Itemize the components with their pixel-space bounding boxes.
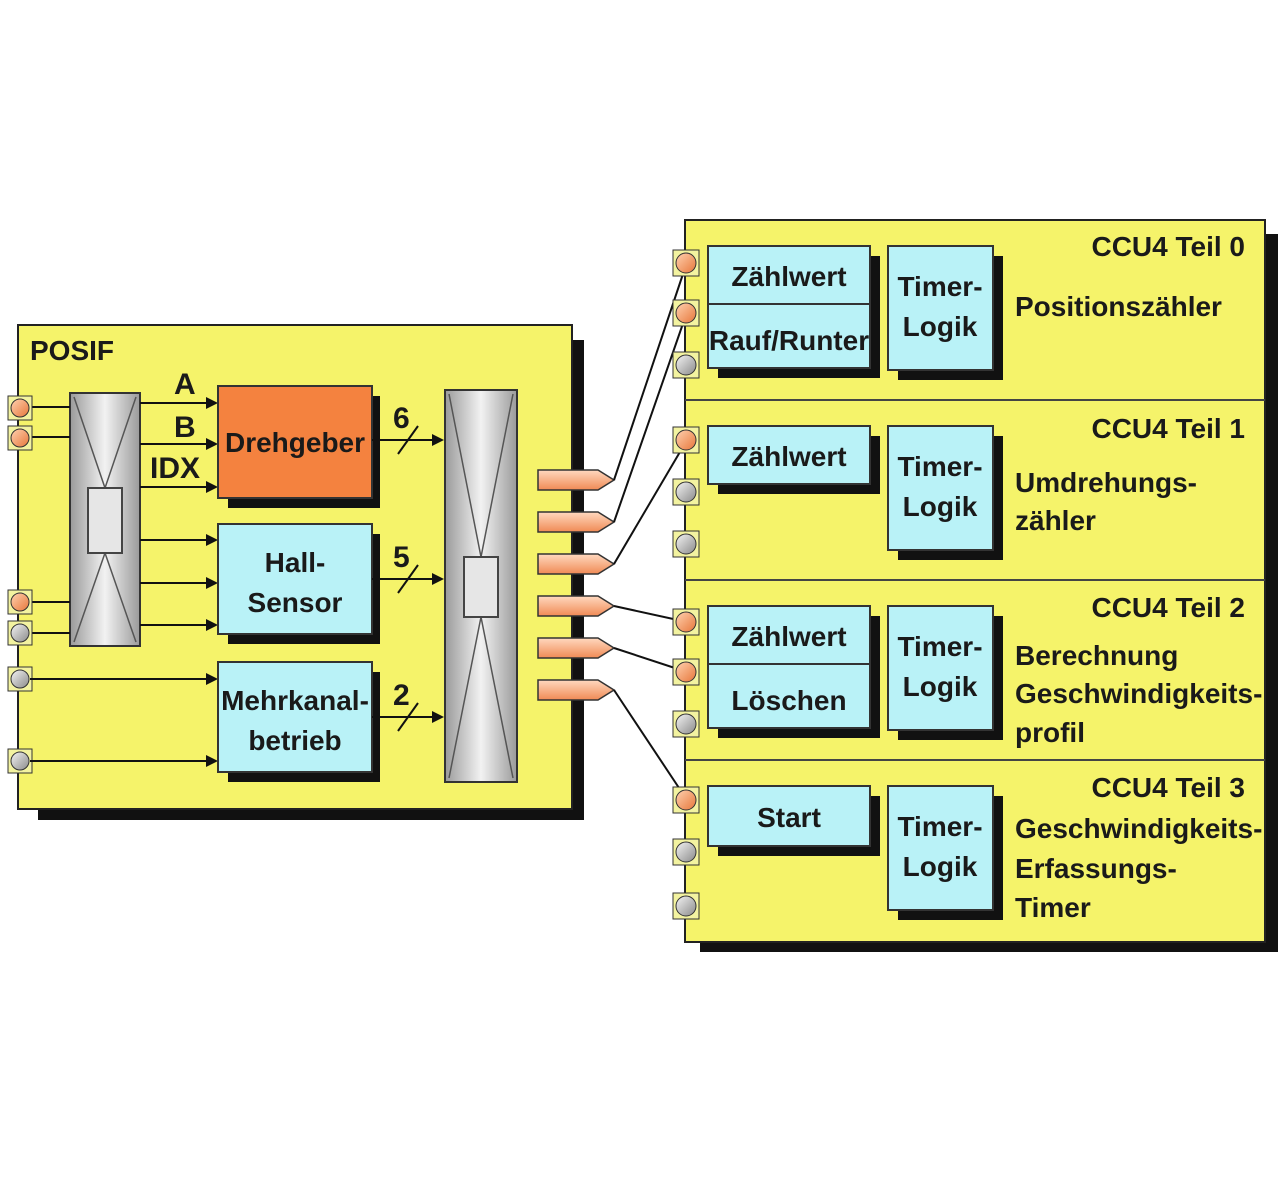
output-1 bbox=[537, 511, 616, 533]
pin-gray bbox=[675, 895, 697, 917]
ccu4-1-timer-line1: Timer- bbox=[897, 451, 982, 482]
ccu4-3-timer-line2: Logik bbox=[903, 851, 978, 882]
signal-label-b: B bbox=[174, 411, 196, 444]
ccu4-0-title: CCU4 Teil 0 bbox=[1091, 231, 1245, 262]
ccu4-2-title: CCU4 Teil 2 bbox=[1091, 592, 1245, 623]
signal-label-idx: IDX bbox=[150, 452, 200, 485]
ccu4-1-timer-line2: Logik bbox=[903, 491, 978, 522]
ccu4-3-timer-logic: Timer- Logik bbox=[887, 785, 1003, 920]
drehgeber-label: Drehgeber bbox=[225, 427, 365, 458]
pin-orange bbox=[675, 661, 697, 683]
pin-orange bbox=[675, 429, 697, 451]
ccu4-0-timer-logic: Timer- Logik bbox=[887, 245, 1003, 380]
bus-width-mehrkanal: 2 bbox=[393, 679, 410, 712]
output-3 bbox=[537, 595, 616, 617]
pin-orange bbox=[675, 611, 697, 633]
posif-input-pins bbox=[7, 395, 70, 774]
ccu4-2-timer-line1: Timer- bbox=[897, 631, 982, 662]
ccu4-1-box-0: Zählwert bbox=[731, 441, 846, 472]
ccu4-0-box-1: Rauf/Runter bbox=[709, 325, 869, 356]
pin-gray bbox=[10, 669, 30, 689]
output-5 bbox=[537, 679, 616, 701]
hall-sensor-block: Hall- Sensor bbox=[217, 523, 380, 644]
ccu4-0-timer-line1: Timer- bbox=[897, 271, 982, 302]
ccu4-0-box-0: Zählwert bbox=[731, 261, 846, 292]
bus-width-drehgeber: 6 bbox=[393, 402, 410, 435]
ccu4-2-timer-line2: Logik bbox=[903, 671, 978, 702]
posif-title: POSIF bbox=[30, 335, 114, 366]
bus-width-hall: 5 bbox=[393, 541, 410, 574]
pin-gray bbox=[675, 841, 697, 863]
pin-orange bbox=[10, 428, 30, 448]
ccu4-2-desc-line3: profil bbox=[1015, 717, 1085, 748]
output-multiplexer bbox=[444, 389, 518, 783]
ccu4-3-desc-line2: Erfassungs- bbox=[1015, 853, 1177, 884]
ccu4-panel: CCU4 Teil 0 CCU4 Teil 1 CCU4 Teil 2 CCU4… bbox=[672, 219, 1278, 952]
pin-gray bbox=[675, 481, 697, 503]
ccu4-1-desc-line2: zähler bbox=[1015, 505, 1096, 536]
posif-panel: POSIF bbox=[7, 324, 616, 820]
pin-orange bbox=[10, 592, 30, 612]
ccu4-3-box-0: Start bbox=[757, 802, 821, 833]
ccu4-3-desc-line1: Geschwindigkeits- bbox=[1015, 813, 1262, 844]
ccu4-2-desc-line2: Geschwindigkeits- bbox=[1015, 678, 1262, 709]
mehrkanal-label-line1: Mehrkanal- bbox=[221, 685, 369, 716]
ccu4-3-start-box: Start bbox=[707, 785, 880, 856]
pin-orange bbox=[675, 302, 697, 324]
pin-gray bbox=[675, 354, 697, 376]
hall-label-line2: Sensor bbox=[248, 587, 343, 618]
ccu4-2-timer-logic: Timer- Logik bbox=[887, 605, 1003, 740]
ccu4-1-timer-logic: Timer- Logik bbox=[887, 425, 1003, 560]
posif-outputs bbox=[537, 469, 616, 701]
output-4 bbox=[537, 637, 616, 659]
pin-gray bbox=[10, 623, 30, 643]
ccu4-2-counter-box: Zählwert Löschen bbox=[707, 605, 880, 738]
output-2 bbox=[537, 553, 616, 575]
pin-orange bbox=[10, 398, 30, 418]
pin-gray bbox=[10, 751, 30, 771]
ccu4-2-box-0: Zählwert bbox=[731, 621, 846, 652]
ccu4-1-desc-line1: Umdrehungs- bbox=[1015, 467, 1197, 498]
input-multiplexer bbox=[69, 392, 141, 647]
bus-arrows bbox=[372, 425, 444, 732]
posif-to-ccu4-connections bbox=[613, 261, 688, 801]
pin-gray bbox=[675, 533, 697, 555]
pin-gray bbox=[675, 713, 697, 735]
pin-orange bbox=[675, 252, 697, 274]
ccu4-3-desc-line3: Timer bbox=[1015, 892, 1091, 923]
ccu4-2-box-1: Löschen bbox=[731, 685, 846, 716]
mehrkanal-label-line2: betrieb bbox=[248, 725, 341, 756]
ccu4-0-desc-line1: Positionszähler bbox=[1015, 291, 1222, 322]
mehrkanal-block: Mehrkanal- betrieb bbox=[217, 661, 380, 782]
ccu4-2-desc-line1: Berechnung bbox=[1015, 640, 1178, 671]
drehgeber-block: Drehgeber bbox=[217, 385, 380, 508]
pin-orange bbox=[675, 789, 697, 811]
ccu4-3-timer-line1: Timer- bbox=[897, 811, 982, 842]
ccu4-1-title: CCU4 Teil 1 bbox=[1091, 413, 1245, 444]
ccu4-1-counter-box: Zählwert bbox=[707, 425, 880, 494]
ccu4-pins bbox=[672, 249, 700, 920]
posif-signal-arrows bbox=[30, 397, 218, 767]
output-0 bbox=[537, 469, 616, 491]
ccu4-3-title: CCU4 Teil 3 bbox=[1091, 772, 1245, 803]
signal-label-a: A bbox=[174, 368, 196, 401]
ccu4-0-counter-box: Zählwert Rauf/Runter bbox=[707, 245, 880, 378]
ccu4-0-timer-line2: Logik bbox=[903, 311, 978, 342]
hall-label-line1: Hall- bbox=[265, 547, 326, 578]
